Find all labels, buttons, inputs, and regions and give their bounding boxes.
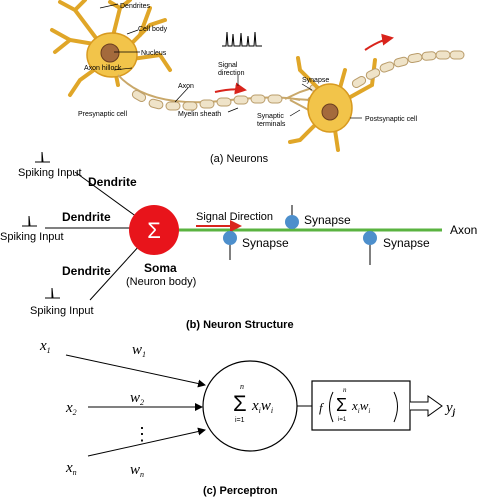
- label-signal: Signal: [218, 62, 238, 69]
- signal-direction-label: Signal Direction: [196, 211, 273, 223]
- activation-sum-upper: n: [343, 386, 347, 394]
- weight-w2: w2: [130, 390, 144, 407]
- soma-sigma: Σ: [147, 218, 161, 243]
- panel-a-neurons: Dendrites Cell body Nucleus Axon hillock…: [50, 0, 465, 165]
- myelin-sheath-axon: [117, 74, 301, 111]
- sum-sigma: Σ: [233, 391, 247, 416]
- activation-paren-right: [393, 391, 398, 423]
- panel-c-perceptron: x1 x2 xn w1 w2 wn ⋮ n Σ i=1 xiwi f n Σ i…: [39, 338, 456, 497]
- dendrite-label-3: Dendrite: [62, 264, 111, 278]
- soma-circle: [129, 205, 179, 255]
- soma-sub-label: (Neuron body): [126, 276, 196, 288]
- synapse-label-right: Synapse: [383, 236, 430, 250]
- dendrite-line-bottom: [89, 244, 141, 301]
- postsynaptic-dendrites: [288, 56, 377, 152]
- sum-upper: n: [240, 382, 244, 391]
- spike-glyph-1: [35, 151, 50, 163]
- dendrite-label-2: Dendrite: [62, 210, 111, 224]
- spiking-input-1: Spiking Input: [18, 167, 82, 179]
- activation-sigma: Σ: [336, 395, 347, 415]
- activation-term: xiwi: [351, 398, 370, 415]
- presynaptic-nucleus: [100, 43, 120, 63]
- dendrite-line-top: [74, 171, 138, 218]
- output-arrow: [410, 395, 443, 417]
- sum-lower: i=1: [235, 417, 245, 424]
- label-direction: direction: [218, 70, 245, 77]
- sum-term: xiwi: [251, 398, 273, 415]
- input-ellipsis: ⋮: [133, 424, 151, 444]
- activation-sum-lower: i=1: [338, 417, 347, 423]
- input-x2: x2: [65, 400, 77, 417]
- arrow-x1: [65, 354, 206, 388]
- input-xn: xn: [65, 460, 77, 477]
- label-presynaptic-cell: Presynaptic cell: [78, 111, 127, 118]
- label-axon: Axon: [178, 83, 194, 90]
- caption-c: (c) Perceptron: [203, 485, 278, 497]
- synapse-label-top: Synapse: [304, 213, 351, 227]
- label-cell-body: Cell body: [138, 26, 168, 33]
- caption-b: (b) Neuron Structure: [186, 319, 294, 331]
- synapse-label-left: Synapse: [242, 236, 289, 250]
- signal-arrow-presynaptic: [214, 82, 247, 95]
- panel-b-neuron-structure: Spiking Input Spiking Input Spiking Inpu…: [0, 151, 477, 331]
- label-terminals: terminals: [257, 121, 286, 128]
- label-axon-hillock: Axon hillock: [84, 65, 122, 72]
- synapse-bottom-left: [223, 231, 237, 245]
- label-synapse-a: Synapse: [302, 77, 329, 84]
- postsynaptic-nucleus: [321, 103, 339, 121]
- caption-a: (a) Neurons: [210, 153, 269, 165]
- spiking-input-3: Spiking Input: [30, 305, 94, 317]
- label-synaptic: Synaptic: [257, 113, 284, 120]
- label-postsynaptic-cell: Postsynaptic cell: [365, 116, 418, 123]
- spike-train: [222, 31, 262, 47]
- weight-wn: wn: [130, 462, 144, 479]
- activation-paren-left: [329, 391, 334, 423]
- postsynaptic-myelin: [351, 50, 465, 88]
- label-nucleus: Nucleus: [141, 50, 167, 57]
- spiking-input-2: Spiking Input: [0, 231, 64, 243]
- synapse-bottom-right: [363, 231, 377, 245]
- label-dendrites: Dendrites: [120, 3, 150, 10]
- weight-w1: w1: [132, 342, 146, 359]
- arrow-xn: [87, 427, 206, 457]
- output-y: yj: [444, 400, 456, 417]
- dendrite-label-1: Dendrite: [88, 175, 137, 189]
- spike-glyph-3: [45, 287, 60, 299]
- soma-label: Soma: [144, 261, 177, 275]
- axon-label: Axon: [450, 223, 477, 237]
- input-x1: x1: [39, 338, 51, 355]
- synapse-top: [285, 215, 299, 229]
- spike-glyph-2: [22, 215, 37, 227]
- summation-node: [202, 360, 298, 452]
- label-myelin-sheath: Myelin sheath: [178, 111, 221, 118]
- signal-arrow-postsynaptic: [364, 33, 394, 51]
- activation-f: f: [319, 400, 325, 415]
